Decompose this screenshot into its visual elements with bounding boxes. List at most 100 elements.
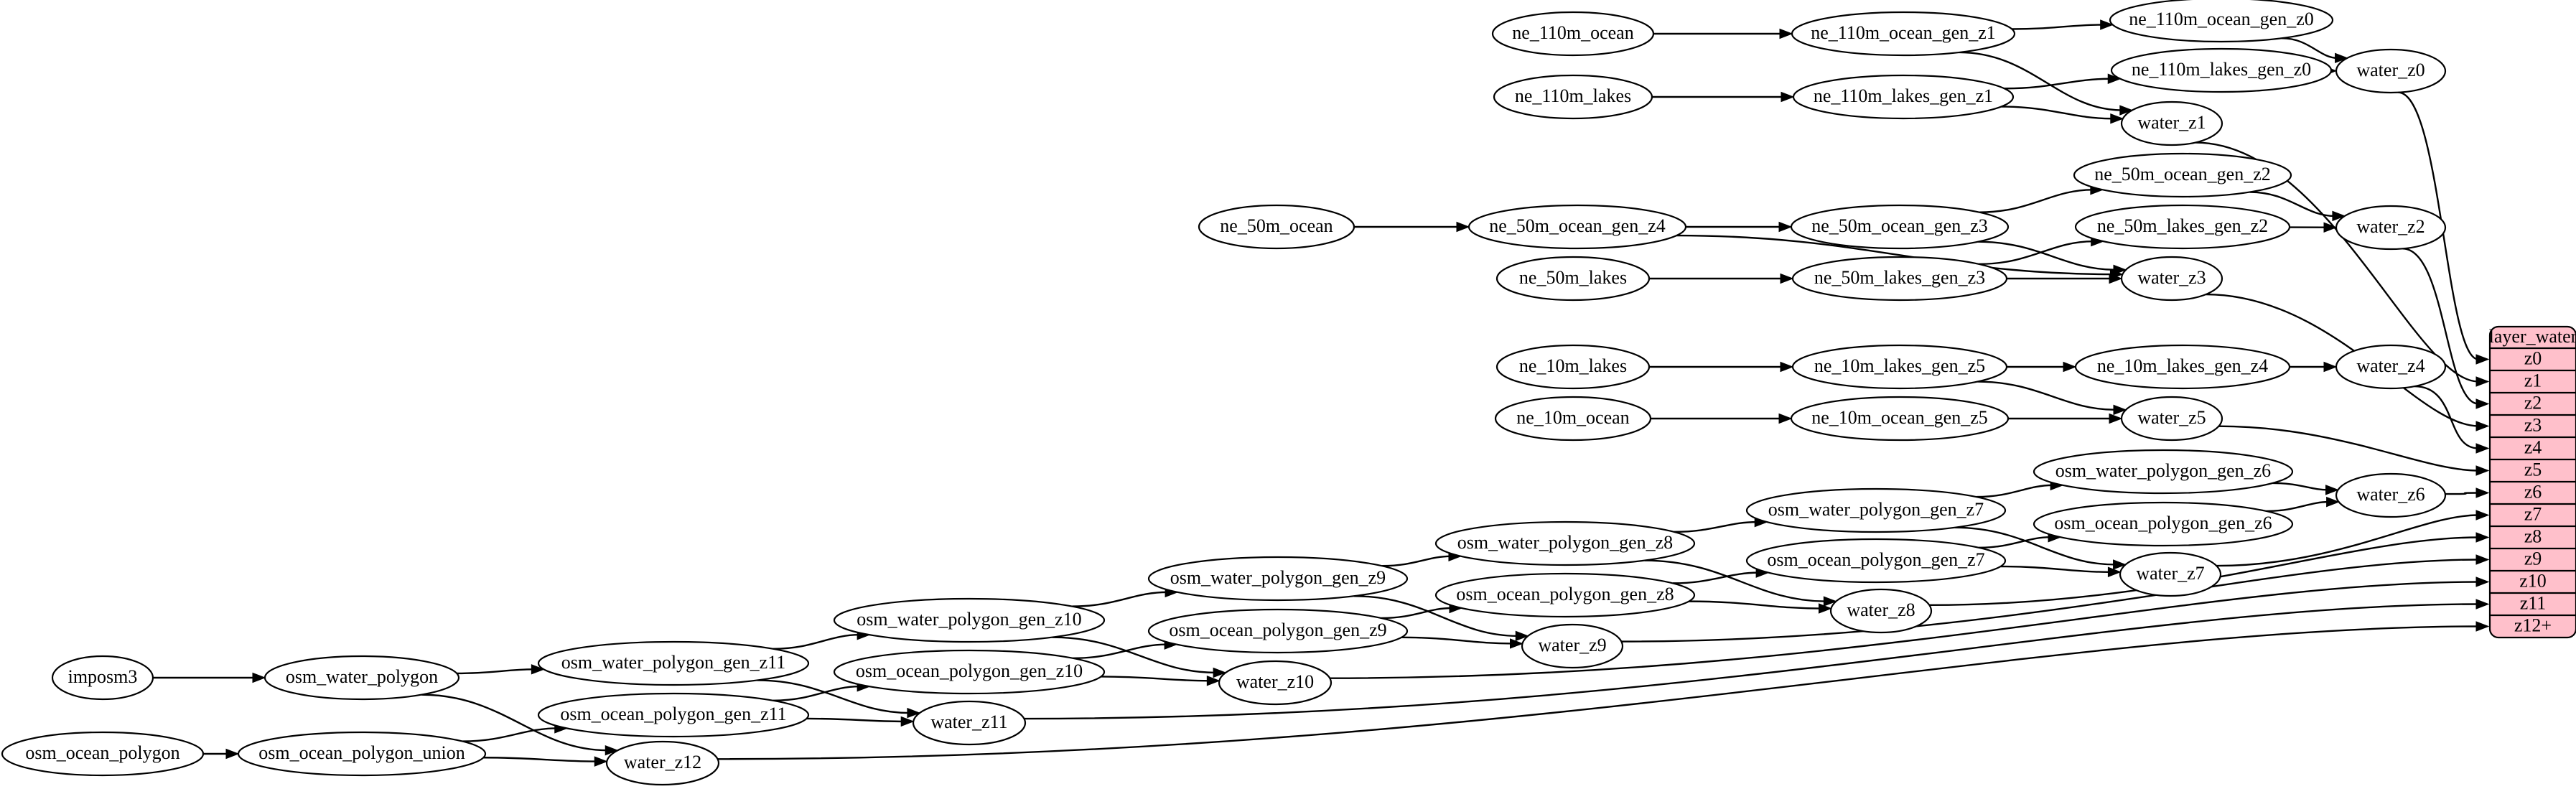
node-osm_water_polygon_gen_z7[interactable]: osm_water_polygon_gen_z7 — [1745, 487, 2007, 533]
node-water_z11[interactable]: water_z11 — [912, 700, 1027, 746]
node-water_z8[interactable]: water_z8 — [1829, 588, 1933, 634]
node-osm_water_polygon_gen_z10[interactable]: osm_water_polygon_gen_z10 — [833, 597, 1106, 643]
node-osm_water_polygon_gen_z8[interactable]: osm_water_polygon_gen_z8 — [1434, 520, 1696, 566]
node-water_z4[interactable]: water_z4 — [2335, 344, 2447, 390]
node-water_z6[interactable]: water_z6 — [2335, 472, 2447, 518]
node-osm_water_polygon[interactable]: osm_water_polygon — [263, 655, 460, 701]
node-osm_ocean_polygon_union[interactable]: osm_ocean_polygon_union — [237, 731, 487, 777]
node-water_z0[interactable]: water_z0 — [2335, 48, 2447, 94]
node-water_z7[interactable]: water_z7 — [2119, 551, 2222, 597]
arrowhead-water_z6-to-layer_water-z6 — [2475, 487, 2490, 498]
node-label-ne_110m_lakes_gen_z1: ne_110m_lakes_gen_z1 — [1814, 85, 1993, 106]
node-shape-ne_110m_lakes — [1493, 74, 1653, 120]
node-ne_50m_ocean_gen_z3[interactable]: ne_50m_ocean_gen_z3 — [1790, 204, 2010, 250]
node-ne_50m_ocean[interactable]: ne_50m_ocean — [1198, 204, 1355, 250]
edge-osm_water_polygon_gen_z8-to-water_z8 — [1644, 559, 1826, 602]
table-cell-label-z4: z4 — [2524, 436, 2542, 457]
table-cell-label-z11: z11 — [2520, 592, 2547, 613]
node-shape-osm_water_polygon_gen_z10 — [833, 597, 1106, 643]
node-ne_110m_ocean_gen_z0[interactable]: ne_110m_ocean_gen_z0 — [2109, 0, 2334, 43]
arrowhead-osm_water_polygon_gen_z9-to-water_z9 — [1515, 630, 1529, 642]
node-osm_water_polygon_gen_z6[interactable]: osm_water_polygon_gen_z6 — [2033, 449, 2294, 495]
edge-ne_110m_ocean_gen_z1-to-water_z1 — [1959, 51, 2122, 111]
arrowhead-osm_water_polygon_gen_z10-to-water_z10 — [1213, 667, 1227, 678]
arrowhead-water_z7-to-layer_water-z7 — [2475, 510, 2490, 520]
arrowhead-ne_10m_lakes_gen_z5-to-ne_10m_lakes_gen_z4 — [2063, 361, 2077, 373]
node-osm_water_polygon_gen_z11[interactable]: osm_water_polygon_gen_z11 — [537, 640, 810, 686]
arrowhead-ne_50m_ocean_gen_z2-to-water_z2 — [2332, 210, 2346, 222]
table-row-z11[interactable]: z11 — [2520, 592, 2547, 613]
node-water_z10[interactable]: water_z10 — [1218, 660, 1333, 706]
node-ne_110m_lakes[interactable]: ne_110m_lakes — [1493, 74, 1653, 120]
node-osm_ocean_polygon_gen_z7[interactable]: osm_ocean_polygon_gen_z7 — [1745, 538, 2007, 584]
node-osm_ocean_polygon_gen_z8[interactable]: osm_ocean_polygon_gen_z8 — [1434, 572, 1696, 618]
node-shape-water_z7 — [2119, 551, 2222, 597]
node-shape-osm_ocean_polygon_gen_z9 — [1147, 608, 1409, 654]
table-row-z4[interactable]: z4 — [2524, 436, 2542, 457]
node-ne_10m_lakes_gen_z5[interactable]: ne_10m_lakes_gen_z5 — [1791, 344, 2008, 390]
node-osm_ocean_polygon_gen_z6[interactable]: osm_ocean_polygon_gen_z6 — [2033, 501, 2294, 547]
table-row-z8[interactable]: z8 — [2524, 526, 2542, 546]
arrowhead-osm_ocean_polygon_gen_z9-to-water_z9 — [1509, 638, 1523, 649]
layer-water-table[interactable]: layer_waterz0z1z2z3z4z5z6z7z8z9z10z11z12… — [2489, 325, 2576, 639]
node-ne_50m_lakes[interactable]: ne_50m_lakes — [1495, 256, 1651, 302]
arrowhead-osm_water_polygon_gen_z7-to-water_z7 — [2113, 559, 2127, 570]
node-ne_110m_ocean_gen_z1[interactable]: ne_110m_ocean_gen_z1 — [1791, 11, 2016, 57]
table-row-z9[interactable]: z9 — [2524, 548, 2542, 569]
node-shape-osm_water_polygon_gen_z6 — [2033, 449, 2294, 495]
table-row-z0[interactable]: z0 — [2524, 347, 2542, 368]
table-cell-label-z3: z3 — [2524, 414, 2542, 435]
arrowhead-osm_water_polygon-to-osm_water_polygon_gen_z11 — [531, 664, 545, 675]
node-label-osm_water_polygon_gen_z10: osm_water_polygon_gen_z10 — [857, 609, 1081, 630]
table-cell-label-z1: z1 — [2524, 370, 2542, 391]
node-ne_10m_ocean_gen_z5[interactable]: ne_10m_ocean_gen_z5 — [1790, 396, 2010, 442]
node-water_z1[interactable]: water_z1 — [2120, 101, 2223, 146]
node-water_z2[interactable]: water_z2 — [2335, 205, 2447, 251]
arrowhead-osm_ocean_polygon_gen_z10-to-water_z10 — [1206, 676, 1221, 686]
node-ne_50m_ocean_gen_z4[interactable]: ne_50m_ocean_gen_z4 — [1467, 204, 1687, 250]
edge-osm_ocean_polygon_gen_z6-to-water_z6 — [2266, 500, 2329, 513]
node-ne_10m_ocean[interactable]: ne_10m_ocean — [1494, 396, 1652, 442]
node-shape-water_z6 — [2335, 472, 2447, 518]
node-ne_110m_lakes_gen_z1[interactable]: ne_110m_lakes_gen_z1 — [1792, 74, 2015, 120]
edge-osm_water_polygon_gen_z9-to-water_z9 — [1353, 595, 1518, 638]
arrowhead-water_z0-to-layer_water-z0 — [2475, 354, 2490, 365]
arrowhead-ne_50m_lakes_gen_z3-to-water_z3 — [2109, 273, 2123, 284]
node-osm_ocean_polygon_gen_z9[interactable]: osm_ocean_polygon_gen_z9 — [1147, 608, 1409, 654]
node-ne_10m_lakes[interactable]: ne_10m_lakes — [1495, 344, 1651, 390]
table-cell-label-z9: z9 — [2524, 548, 2542, 569]
node-water_z9[interactable]: water_z9 — [1521, 623, 1624, 669]
table-row-z5[interactable]: z5 — [2524, 459, 2542, 480]
node-osm_ocean_polygon[interactable]: osm_ocean_polygon — [1, 731, 205, 777]
table-row-z1[interactable]: z1 — [2524, 370, 2542, 391]
node-ne_50m_ocean_gen_z2[interactable]: ne_50m_ocean_gen_z2 — [2073, 152, 2292, 198]
node-osm_water_polygon_gen_z9[interactable]: osm_water_polygon_gen_z9 — [1147, 556, 1409, 602]
node-ne_50m_lakes_gen_z3[interactable]: ne_50m_lakes_gen_z3 — [1791, 256, 2008, 302]
node-shape-osm_water_polygon_gen_z7 — [1745, 487, 2007, 533]
node-ne_10m_lakes_gen_z4[interactable]: ne_10m_lakes_gen_z4 — [2074, 344, 2291, 390]
node-osm_ocean_polygon_gen_z11[interactable]: osm_ocean_polygon_gen_z11 — [537, 692, 810, 738]
node-shape-ne_110m_ocean_gen_z1 — [1791, 11, 2016, 57]
table-row-z10[interactable]: z10 — [2519, 570, 2547, 591]
node-water_z3[interactable]: water_z3 — [2120, 256, 2223, 302]
node-label-osm_water_polygon_gen_z8: osm_water_polygon_gen_z8 — [1457, 532, 1673, 553]
node-shape-osm_ocean_polygon_union — [237, 731, 487, 777]
node-imposm3[interactable]: imposm3 — [51, 655, 154, 701]
arrowhead-water_z9-to-layer_water-z9 — [2475, 554, 2490, 565]
node-ne_50m_lakes_gen_z2[interactable]: ne_50m_lakes_gen_z2 — [2074, 204, 2291, 250]
table-row-z7[interactable]: z7 — [2524, 503, 2542, 524]
edge-osm_water_polygon_gen_z10-to-osm_water_polygon_gen_z9 — [1072, 591, 1168, 607]
node-water_z5[interactable]: water_z5 — [2120, 396, 2223, 442]
edge-osm_water_polygon_gen_z6-to-water_z6 — [2272, 482, 2328, 491]
table-row-z2[interactable]: z2 — [2524, 392, 2542, 413]
table-row-z3[interactable]: z3 — [2524, 414, 2542, 435]
node-water_z12[interactable]: water_z12 — [605, 740, 720, 786]
node-ne_110m_lakes_gen_z0[interactable]: ne_110m_lakes_gen_z0 — [2110, 47, 2333, 93]
table-cell-label-z0: z0 — [2524, 347, 2542, 368]
table-cell-label-z7: z7 — [2524, 503, 2542, 524]
node-osm_ocean_polygon_gen_z10[interactable]: osm_ocean_polygon_gen_z10 — [833, 649, 1106, 695]
table-row-z6[interactable]: z6 — [2524, 481, 2542, 502]
arrowhead-osm_ocean_polygon_gen_z6-to-water_z6 — [2326, 496, 2341, 508]
node-ne_110m_ocean[interactable]: ne_110m_ocean — [1491, 11, 1655, 57]
table-row-z12+[interactable]: z12+ — [2514, 615, 2552, 635]
